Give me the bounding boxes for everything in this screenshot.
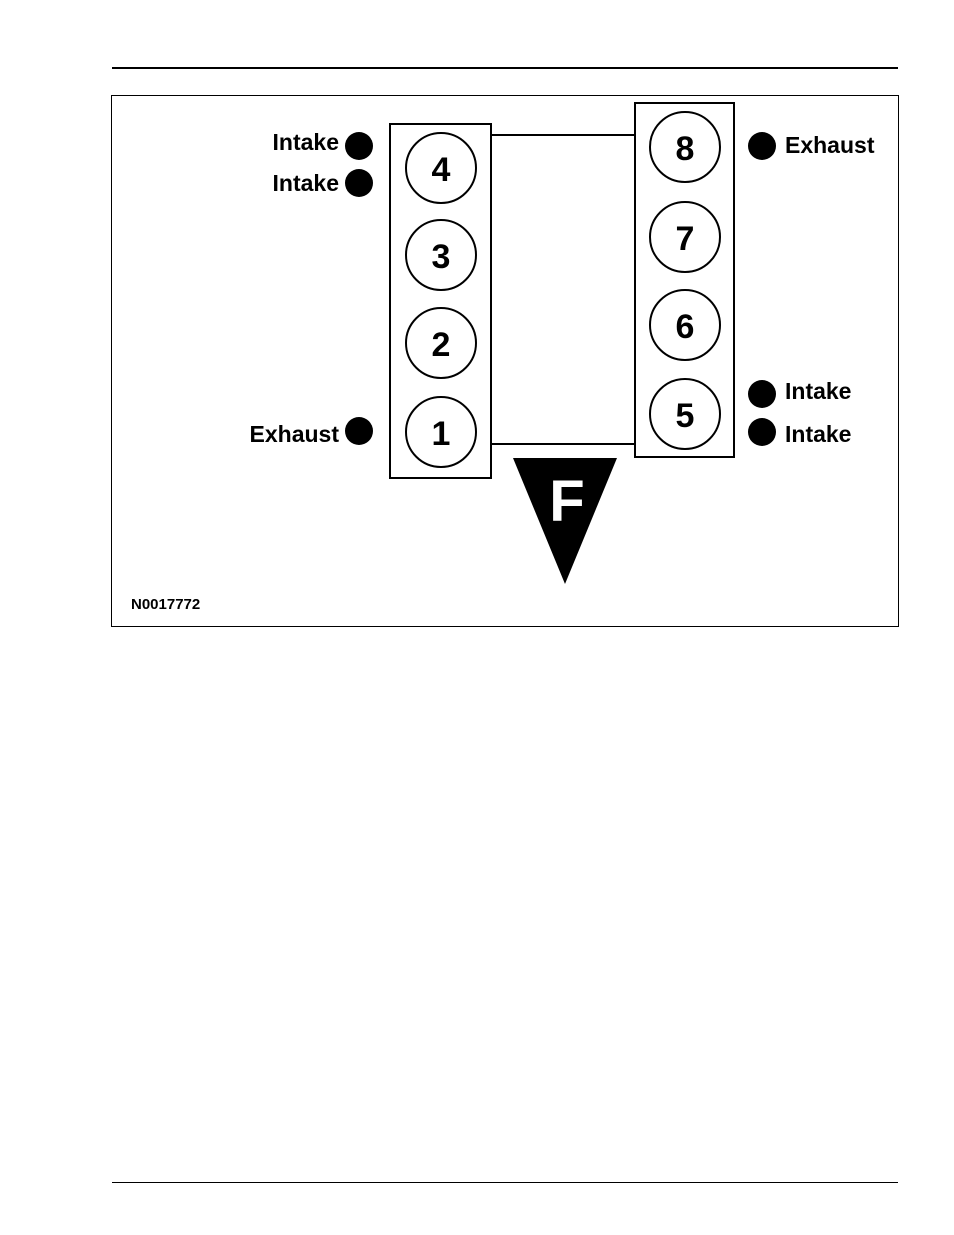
svg-text:2: 2: [432, 326, 451, 364]
svg-text:Intake: Intake: [273, 170, 339, 196]
cylinder-3: 3: [406, 220, 476, 290]
valve-marker-cyl5-intake-b: Intake: [748, 418, 851, 447]
cylinder-5: 5: [650, 379, 720, 449]
svg-text:Intake: Intake: [273, 129, 339, 155]
svg-text:1: 1: [432, 415, 451, 453]
svg-text:3: 3: [432, 238, 451, 276]
valve-marker-cyl8-exhaust: Exhaust: [748, 132, 875, 160]
svg-text:Exhaust: Exhaust: [250, 421, 340, 447]
cylinder-2: 2: [406, 308, 476, 378]
svg-text:6: 6: [676, 308, 695, 346]
valve-marker-cyl5-intake-a: Intake: [748, 378, 851, 408]
figure-id-label: N0017772: [131, 596, 200, 613]
svg-text:Exhaust: Exhaust: [785, 132, 875, 158]
svg-text:Intake: Intake: [785, 378, 851, 404]
svg-text:4: 4: [432, 151, 451, 189]
cylinder-4: 4: [406, 133, 476, 203]
footer-rule: [112, 1182, 898, 1183]
svg-text:Intake: Intake: [785, 421, 851, 447]
figure-frame: [112, 96, 899, 627]
cylinder-7: 7: [650, 202, 720, 272]
front-marker-letter: F: [549, 469, 584, 534]
svg-text:8: 8: [676, 130, 695, 168]
valve-marker-cyl4-intake-b: Intake: [273, 169, 373, 197]
svg-text:5: 5: [676, 397, 695, 435]
svg-text:7: 7: [676, 220, 695, 258]
valve-marker-cyl1-exhaust: Exhaust: [250, 417, 373, 447]
cylinder-8: 8: [650, 112, 720, 182]
cylinder-6: 6: [650, 290, 720, 360]
cylinder-1: 1: [406, 397, 476, 467]
